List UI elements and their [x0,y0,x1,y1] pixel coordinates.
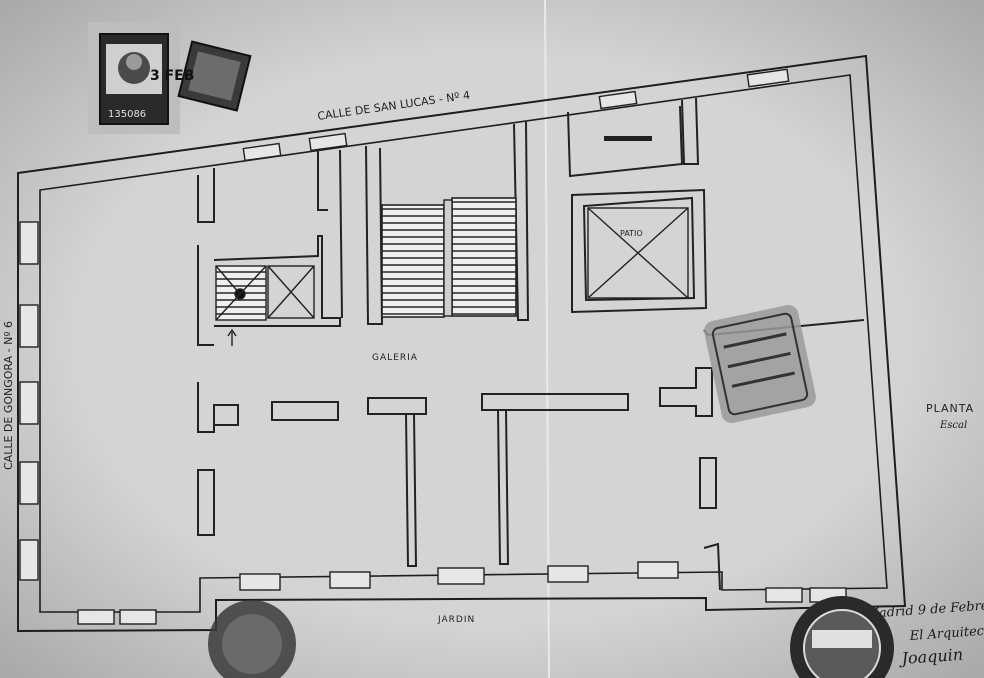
paper-fold [544,0,550,678]
scale-label: Escal [939,420,967,431]
stamp-serial: 135086 [108,109,146,120]
cancel-mark: 3 FEB [150,68,194,84]
round-seal-right [790,596,894,678]
top-windows [242,68,790,162]
left-windows [19,221,39,581]
garden-label: JARDIN [437,615,475,625]
patio-void [587,207,689,299]
patio-label: PATIO [620,229,643,238]
signature: Joaquin [898,645,964,668]
postage-stamp [177,40,252,112]
tax-stamp: 135086 [88,22,180,134]
round-seal-left [208,600,296,678]
main-staircase [381,197,517,318]
plan-title-label: PLANTA [926,402,974,415]
official-stamp-rect [704,305,816,423]
bottom-windows [77,561,847,625]
gallery-label: GALERIA [372,353,418,363]
architect-label: El Arquitec [908,624,984,644]
service-staircase [215,265,315,346]
street-left-label: CALLE DE GONGORA - Nº 6 [2,321,15,470]
service-fixture [604,136,652,141]
